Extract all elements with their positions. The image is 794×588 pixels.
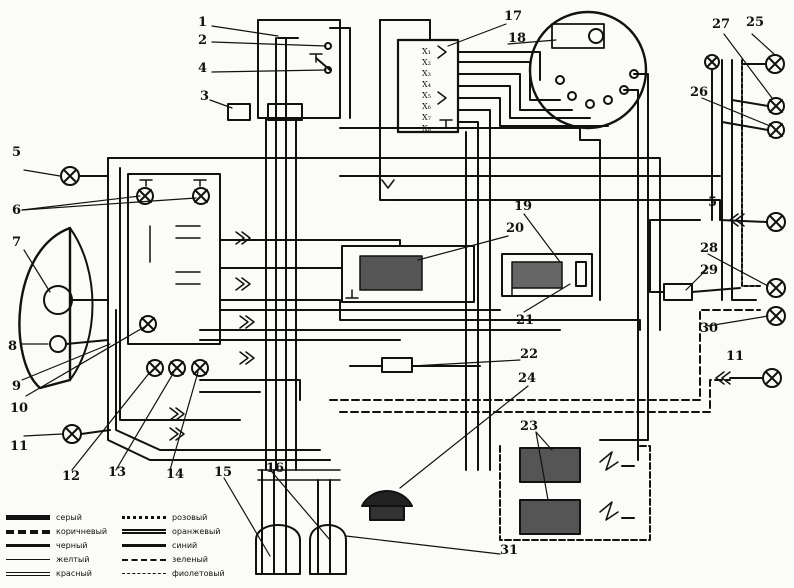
callout-6: 6 [12, 203, 22, 218]
lamp-icon [168, 359, 186, 377]
callout-28: 28 [700, 241, 719, 256]
fuse-holder [381, 357, 413, 373]
callout-19: 19 [514, 199, 533, 214]
legend-swatch [6, 529, 50, 534]
legend-item: розовый [122, 512, 207, 524]
callout-17: 17 [504, 9, 523, 24]
legend-swatch [122, 558, 166, 561]
callout-20: 20 [506, 221, 525, 236]
callout-8: 8 [8, 339, 18, 354]
ground-symbols [139, 53, 519, 299]
lamp-icon [704, 54, 720, 70]
legend-swatch [6, 559, 50, 560]
lamp-icon [731, 97, 785, 115]
lamp-icon [729, 368, 782, 388]
callout-1: 1 [198, 15, 208, 30]
callout-18: 18 [508, 31, 527, 46]
callout-13: 13 [108, 465, 127, 480]
indicator-lamps [60, 54, 786, 444]
callout-24: 24 [518, 371, 537, 386]
switch-terminal-label: X₁ [422, 47, 431, 56]
lamp-icon [60, 166, 109, 186]
legend-item: черный [6, 540, 87, 552]
callout-31: 31 [500, 543, 519, 558]
battery [499, 445, 651, 541]
lamp-icon [741, 54, 785, 74]
headlamp [18, 226, 109, 390]
callout-26: 26 [690, 85, 709, 100]
switch-terminal-label: X₆ [422, 102, 431, 111]
callout-16: 16 [266, 461, 285, 476]
callout-12: 12 [62, 469, 81, 484]
callout-22: 22 [520, 347, 539, 362]
callout-23: 23 [520, 419, 539, 434]
switch-terminal-label: X₅ [422, 91, 431, 100]
legend-swatch [6, 571, 50, 576]
lamp-icon [766, 306, 786, 326]
legend-swatch [122, 516, 166, 519]
lamp-icon [766, 278, 786, 298]
callout-11-right: 11 [726, 349, 745, 364]
stop-switch [663, 283, 693, 301]
lamp-icon [62, 424, 111, 444]
callout-2: 2 [198, 33, 208, 48]
instrument-panel [127, 173, 221, 345]
callout-25: 25 [746, 15, 765, 30]
lamp-icon [721, 121, 785, 139]
switch-terminal-label: X₄ [422, 80, 431, 89]
legend-item: красный [6, 568, 92, 580]
legend-item: оранжевый [122, 526, 220, 538]
legend-item: коричневый [6, 526, 107, 538]
switch-terminal-label: X₇ [422, 113, 431, 122]
callout-4: 4 [198, 61, 208, 76]
lamp-icon [191, 359, 209, 377]
callout-5-right: 5 [708, 195, 718, 210]
relay [227, 103, 251, 121]
lamp-icon [719, 212, 786, 232]
callout-21: 21 [516, 313, 535, 328]
callout-29: 29 [700, 263, 719, 278]
callout-15: 15 [214, 465, 233, 480]
ignition-switch [257, 19, 341, 121]
callout-7: 7 [12, 235, 22, 250]
callout-10: 10 [10, 401, 29, 416]
legend-item: серый [6, 512, 82, 524]
callout-27: 27 [712, 17, 731, 32]
callout-5: 5 [12, 145, 22, 160]
callout-30: 30 [700, 321, 719, 336]
voltage-regulator [359, 255, 423, 291]
legend-swatch [122, 544, 166, 547]
bottom-connectors [255, 469, 347, 575]
callout-9: 9 [12, 379, 22, 394]
switch-terminal-label: X₂ [422, 58, 431, 67]
legend-item: синий [122, 540, 197, 552]
switch-terminal-label: X₈ [422, 124, 431, 133]
legend-swatch [6, 515, 50, 520]
lamp-icon [139, 315, 157, 333]
callout-14: 14 [166, 467, 185, 482]
relay-box [511, 261, 563, 289]
horn [361, 490, 413, 521]
callout-3: 3 [200, 89, 210, 104]
lamp-icon [146, 359, 164, 377]
legend-swatch [122, 573, 166, 574]
legend-swatch [6, 544, 50, 547]
legend-item: фиолетовый [122, 568, 225, 580]
callout-11: 11 [10, 439, 29, 454]
switch-terminal-label: X₃ [422, 69, 431, 78]
legend-swatch [122, 529, 166, 534]
legend-item: желтый [6, 554, 89, 566]
lamp-icon [192, 187, 210, 205]
legend-item: зеленый [122, 554, 208, 566]
